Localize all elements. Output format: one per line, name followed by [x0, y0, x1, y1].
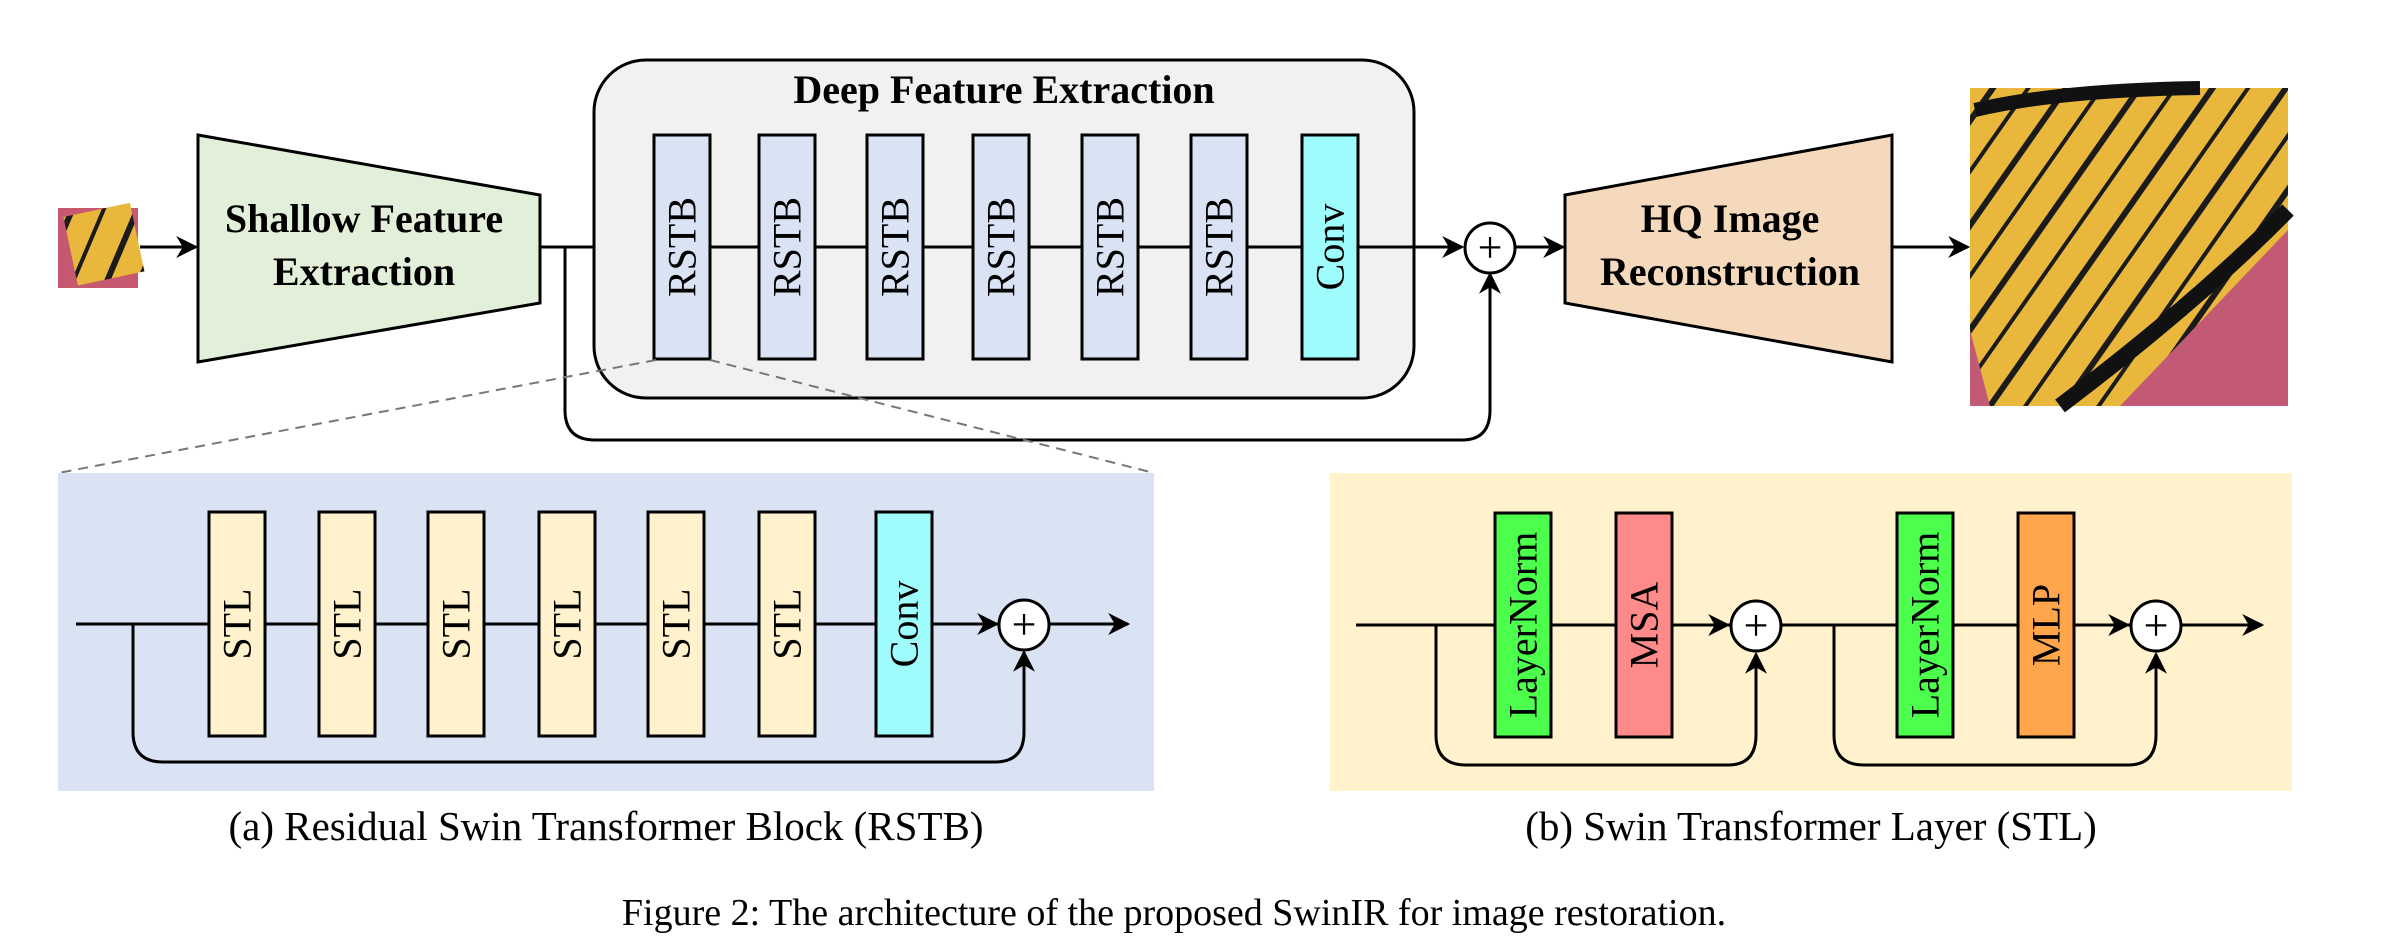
- output-image: [1970, 81, 2294, 413]
- shallow-label-line2: Extraction: [273, 249, 455, 294]
- rstb-block-5: RSTB: [1080, 133, 1140, 361]
- stl-block-6-label: STL: [765, 588, 810, 659]
- panel-b-mlp-block-label: MLP: [2024, 584, 2069, 666]
- rstb-block-2-label: RSTB: [765, 197, 810, 297]
- stl-block-3: STL: [426, 510, 486, 738]
- sum-node-top: +: [1463, 221, 1517, 275]
- stl-block-4-label: STL: [545, 588, 590, 659]
- stl-block-4: STL: [537, 510, 597, 738]
- rstb-block-4: RSTB: [971, 133, 1031, 361]
- panel-a-rstb: STL STL STL STL STL STL Conv +: [58, 473, 1154, 791]
- sum-symbol-top: +: [1478, 223, 1503, 272]
- stl-block-2-label: STL: [325, 588, 370, 659]
- rstb-block-2: RSTB: [757, 133, 817, 361]
- shallow-label-line1: Shallow Feature: [225, 196, 503, 241]
- panel-b-layernorm-1-label: LayerNorm: [1501, 532, 1546, 719]
- deep-conv-block-label: Conv: [1308, 204, 1353, 291]
- hq-label-line2: Reconstruction: [1600, 249, 1860, 294]
- panel-b-stl: LayerNorm MSA LayerNorm MLP + +: [1330, 473, 2292, 791]
- panel-a-conv-block: Conv: [874, 510, 934, 738]
- rstb-block-5-label: RSTB: [1088, 197, 1133, 297]
- panel-b-caption: (b) Swin Transformer Layer (STL): [1525, 803, 2097, 849]
- panel-b-sum-node-2: [2129, 599, 2183, 653]
- rstb-block-1-label: RSTB: [660, 197, 705, 297]
- panel-b-skip-connection-1: [1434, 625, 1767, 767]
- panel-a-caption: (a) Residual Swin Transformer Block (RST…: [228, 803, 983, 849]
- panel-b-sum-symbol-1: +: [1744, 601, 1769, 650]
- panel-b-sum-node-1: [1729, 599, 1783, 653]
- shallow-feature-extraction-block: Shallow Feature Extraction: [196, 133, 542, 364]
- panel-b-msa-block-label: MSA: [1622, 582, 1667, 669]
- panel-b-sum-symbol-2: +: [2144, 601, 2169, 650]
- rstb-block-6: RSTB: [1189, 133, 1249, 361]
- panel-b-msa-block: MSA: [1614, 511, 1674, 739]
- panel-a-sum-symbol: +: [1012, 600, 1037, 649]
- hq-label-line1: HQ Image: [1641, 196, 1820, 241]
- stl-block-5: STL: [646, 510, 706, 738]
- rstb-block-3-label: RSTB: [873, 197, 918, 297]
- rstb-block-1: RSTB: [652, 133, 712, 361]
- input-image: [58, 202, 145, 288]
- panel-b-layernorm-1: LayerNorm: [1493, 511, 1553, 739]
- panel-b-layernorm-2: LayerNorm: [1895, 511, 1955, 739]
- deep-blocks: RSTB RSTB RSTB RSTB RSTB RSTB Conv: [652, 133, 1362, 361]
- stl-block-3-label: STL: [434, 588, 479, 659]
- stl-block-5-label: STL: [654, 588, 699, 659]
- deep-title: Deep Feature Extraction: [793, 67, 1214, 112]
- deep-conv-block: Conv: [1300, 133, 1360, 361]
- hq-image-reconstruction-block: HQ Image Reconstruction: [1563, 133, 1894, 364]
- rstb-block-4-label: RSTB: [979, 197, 1024, 297]
- stl-block-1-label: STL: [215, 588, 260, 659]
- panel-b-layernorm-2-label: LayerNorm: [1903, 532, 1948, 719]
- rstb-block-3: RSTB: [865, 133, 925, 361]
- panel-a-skip-connection: [131, 624, 1035, 764]
- panel-b-mlp-block: MLP: [2016, 511, 2076, 739]
- long-skip-connection: [563, 247, 1501, 442]
- rstb-block-6-label: RSTB: [1197, 197, 1242, 297]
- stl-block-6: STL: [757, 510, 817, 738]
- zoom-line-right: [709, 359, 1155, 474]
- figure-caption: Figure 2: The architecture of the propos…: [622, 892, 1726, 934]
- panel-b-skip-connection-2: [1832, 625, 2167, 767]
- stl-block-1: STL: [207, 510, 267, 738]
- stl-block-2: STL: [317, 510, 377, 738]
- panel-a-conv-block-label: Conv: [882, 581, 927, 668]
